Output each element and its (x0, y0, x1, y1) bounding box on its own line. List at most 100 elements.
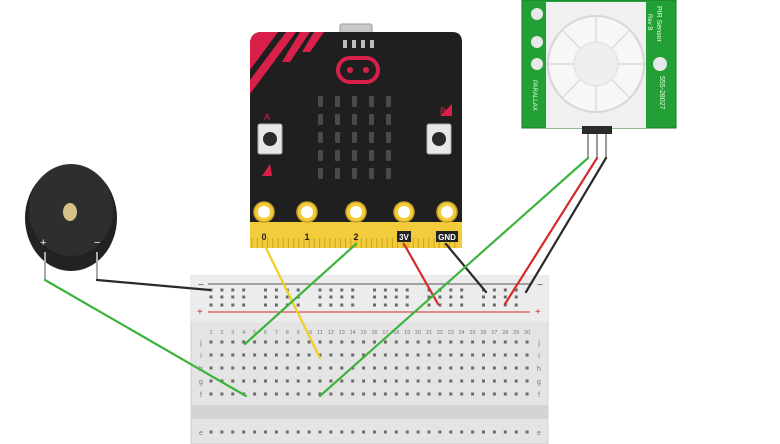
terminal-hole (264, 379, 267, 383)
rail-hole (231, 288, 235, 292)
terminal-hole (362, 366, 366, 370)
terminal-hole (416, 392, 420, 396)
rail-hole (351, 303, 355, 307)
terminal-hole (340, 430, 344, 434)
microbit-logo (336, 56, 380, 84)
terminal-hole (329, 430, 333, 434)
terminal-hole (460, 430, 464, 434)
terminal-hole (514, 353, 518, 357)
terminal-hole (383, 392, 387, 396)
wire-3v-red[interactable] (402, 242, 440, 306)
terminal-hole (296, 366, 300, 370)
rail-hole (449, 303, 453, 307)
rail-hole (492, 303, 496, 307)
terminal-hole (514, 430, 518, 434)
terminal-hole (394, 430, 398, 434)
column-number: 20 (415, 330, 421, 336)
rail-hole (318, 295, 322, 299)
wire-gnd-black[interactable] (444, 242, 488, 294)
terminal-hole (274, 392, 278, 396)
piezo-buzzer[interactable]: + − (25, 164, 117, 280)
rail-hole (383, 303, 387, 307)
terminal-hole (405, 353, 409, 357)
terminal-hole (449, 353, 453, 357)
terminal-hole (264, 353, 267, 357)
terminal-hole (503, 340, 507, 344)
pin-0[interactable]: 0 (253, 201, 275, 242)
terminal-hole (482, 340, 485, 344)
terminal-hole (242, 379, 246, 383)
rail-hole (449, 288, 453, 292)
rail-hole (351, 295, 355, 299)
wire-sensor-signal-green[interactable] (318, 156, 590, 398)
terminal-hole (416, 366, 420, 370)
rail-hole (274, 303, 278, 307)
rail-plus-label-right: + (535, 307, 541, 318)
pin-label: GND (438, 233, 456, 242)
terminal-hole (383, 430, 387, 434)
rail-hole (231, 303, 235, 307)
terminal-hole (362, 340, 366, 344)
row-letter: f (200, 392, 202, 399)
pin-hole (350, 206, 362, 218)
column-number: 19 (404, 330, 410, 336)
led (335, 114, 340, 125)
terminal-hole (449, 430, 453, 434)
terminal-hole (231, 430, 235, 434)
wire-sensor-gnd-black[interactable] (524, 156, 608, 294)
wire-sensor-vcc-red[interactable] (503, 156, 599, 306)
rail-hole (427, 295, 431, 299)
rail-hole (209, 303, 213, 307)
wire-pin2-green[interactable] (243, 242, 358, 346)
terminal-hole (340, 392, 344, 396)
terminal-hole (449, 379, 453, 383)
terminal-hole (525, 366, 529, 370)
pin-1[interactable]: 1 (296, 201, 318, 242)
button-a[interactable]: A (257, 112, 283, 155)
terminal-hole (383, 366, 387, 370)
pin-label: 2 (353, 232, 358, 242)
terminal-hole (492, 392, 496, 396)
terminal-hole (492, 430, 496, 434)
terminal-hole (405, 340, 409, 344)
terminal-hole (318, 392, 322, 396)
terminal-hole (318, 379, 322, 383)
column-number: 7 (275, 330, 278, 336)
terminal-hole (351, 392, 355, 396)
pin-3v[interactable]: 3V (393, 201, 415, 242)
terminal-hole (438, 366, 442, 370)
terminal-hole (296, 353, 300, 357)
pin-gnd[interactable]: GND (436, 201, 458, 242)
terminal-hole (416, 340, 420, 344)
rail-hole (220, 303, 224, 307)
led (352, 150, 357, 161)
terminal-hole (383, 340, 387, 344)
terminal-hole (405, 392, 409, 396)
rail-hole (285, 295, 289, 299)
pin-2[interactable]: 2 (345, 201, 367, 242)
terminal-hole (514, 379, 518, 383)
rail-hole (503, 288, 507, 292)
column-number: 25 (470, 330, 476, 336)
terminal-hole (231, 353, 235, 357)
terminal-hole (209, 430, 213, 434)
row-letter: g (199, 379, 203, 386)
terminal-hole (285, 353, 289, 357)
pin-hole (258, 206, 270, 218)
rail-hole (503, 295, 507, 299)
wire-buzzer-plus-green[interactable] (43, 278, 248, 398)
wire-buzzer-minus-black[interactable] (95, 278, 212, 292)
led (369, 114, 374, 125)
red-corner-stripes (250, 32, 324, 94)
terminal-hole (438, 353, 442, 357)
terminal-hole (394, 392, 398, 396)
column-number: 15 (361, 330, 367, 336)
terminal-hole (503, 366, 507, 370)
button-b[interactable]: B (426, 106, 452, 155)
pir-sensor[interactable]: PIR Sensor Rev B 555-28027 PARALLAX (521, 0, 677, 158)
